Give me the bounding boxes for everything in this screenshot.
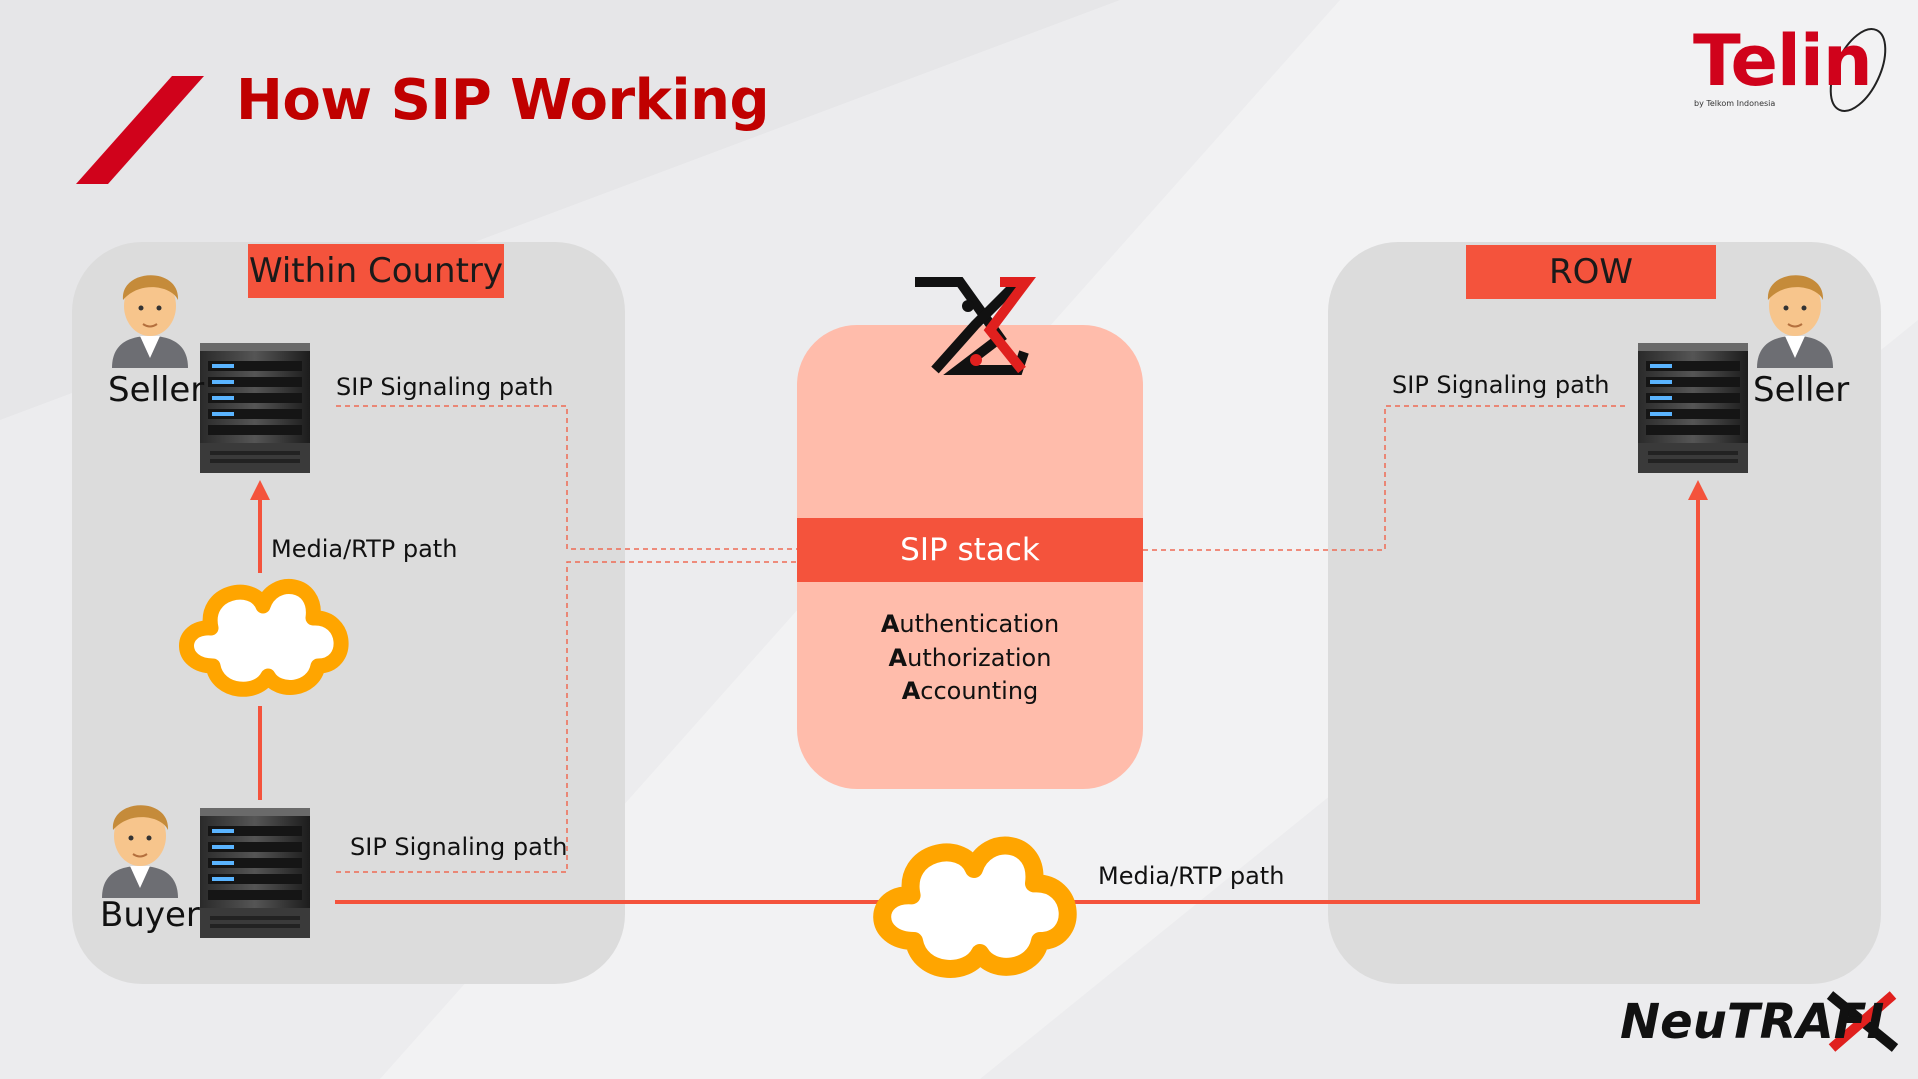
aaa-authentication: Authentication (880, 610, 1060, 638)
neutrafix-logo: NeuTRAFIX (1620, 994, 1885, 1050)
buyer-label: Buyer (100, 895, 200, 935)
aaa-accounting: Accounting (901, 677, 1039, 705)
media-paths (250, 480, 1708, 904)
telin-logo: Telin (1693, 20, 1873, 102)
title-slash-icon (76, 76, 204, 184)
media-path-label-bottom: Media/RTP path (1098, 862, 1285, 890)
sip-signaling-label-right: SIP Signaling path (1392, 371, 1610, 399)
region-label-row: ROW (1466, 245, 1716, 299)
sip-stack-header: SIP stack (797, 518, 1143, 582)
page-title: How SIP Working (236, 68, 770, 133)
cloud-icon (186, 586, 341, 689)
sip-signaling-line-right (1143, 405, 1625, 551)
aaa-authorization: Authorization (888, 644, 1052, 672)
telin-logo-subtitle: by Telkom Indonesia (1694, 99, 1776, 108)
media-line-bottom (335, 480, 1708, 904)
region-label-within-country: Within Country (248, 244, 504, 298)
server-icon (200, 808, 310, 938)
media-path-label-left: Media/RTP path (271, 535, 458, 563)
server-icon (200, 343, 310, 473)
x-logo-icon (915, 277, 1036, 375)
server-icon (1638, 343, 1748, 473)
seller-label-left: Seller (108, 370, 205, 410)
sip-signaling-label-bottom-left: SIP Signaling path (350, 833, 568, 861)
sip-signaling-lines (336, 405, 1625, 873)
cloud-icon (882, 846, 1068, 969)
telin-orbit-icon (1829, 28, 1887, 112)
sip-signaling-label-top-left: SIP Signaling path (336, 373, 554, 401)
seller-label-right: Seller (1753, 370, 1850, 410)
sip-signaling-line-top-left (336, 405, 797, 550)
neutrafix-x-icon (1826, 991, 1899, 1052)
